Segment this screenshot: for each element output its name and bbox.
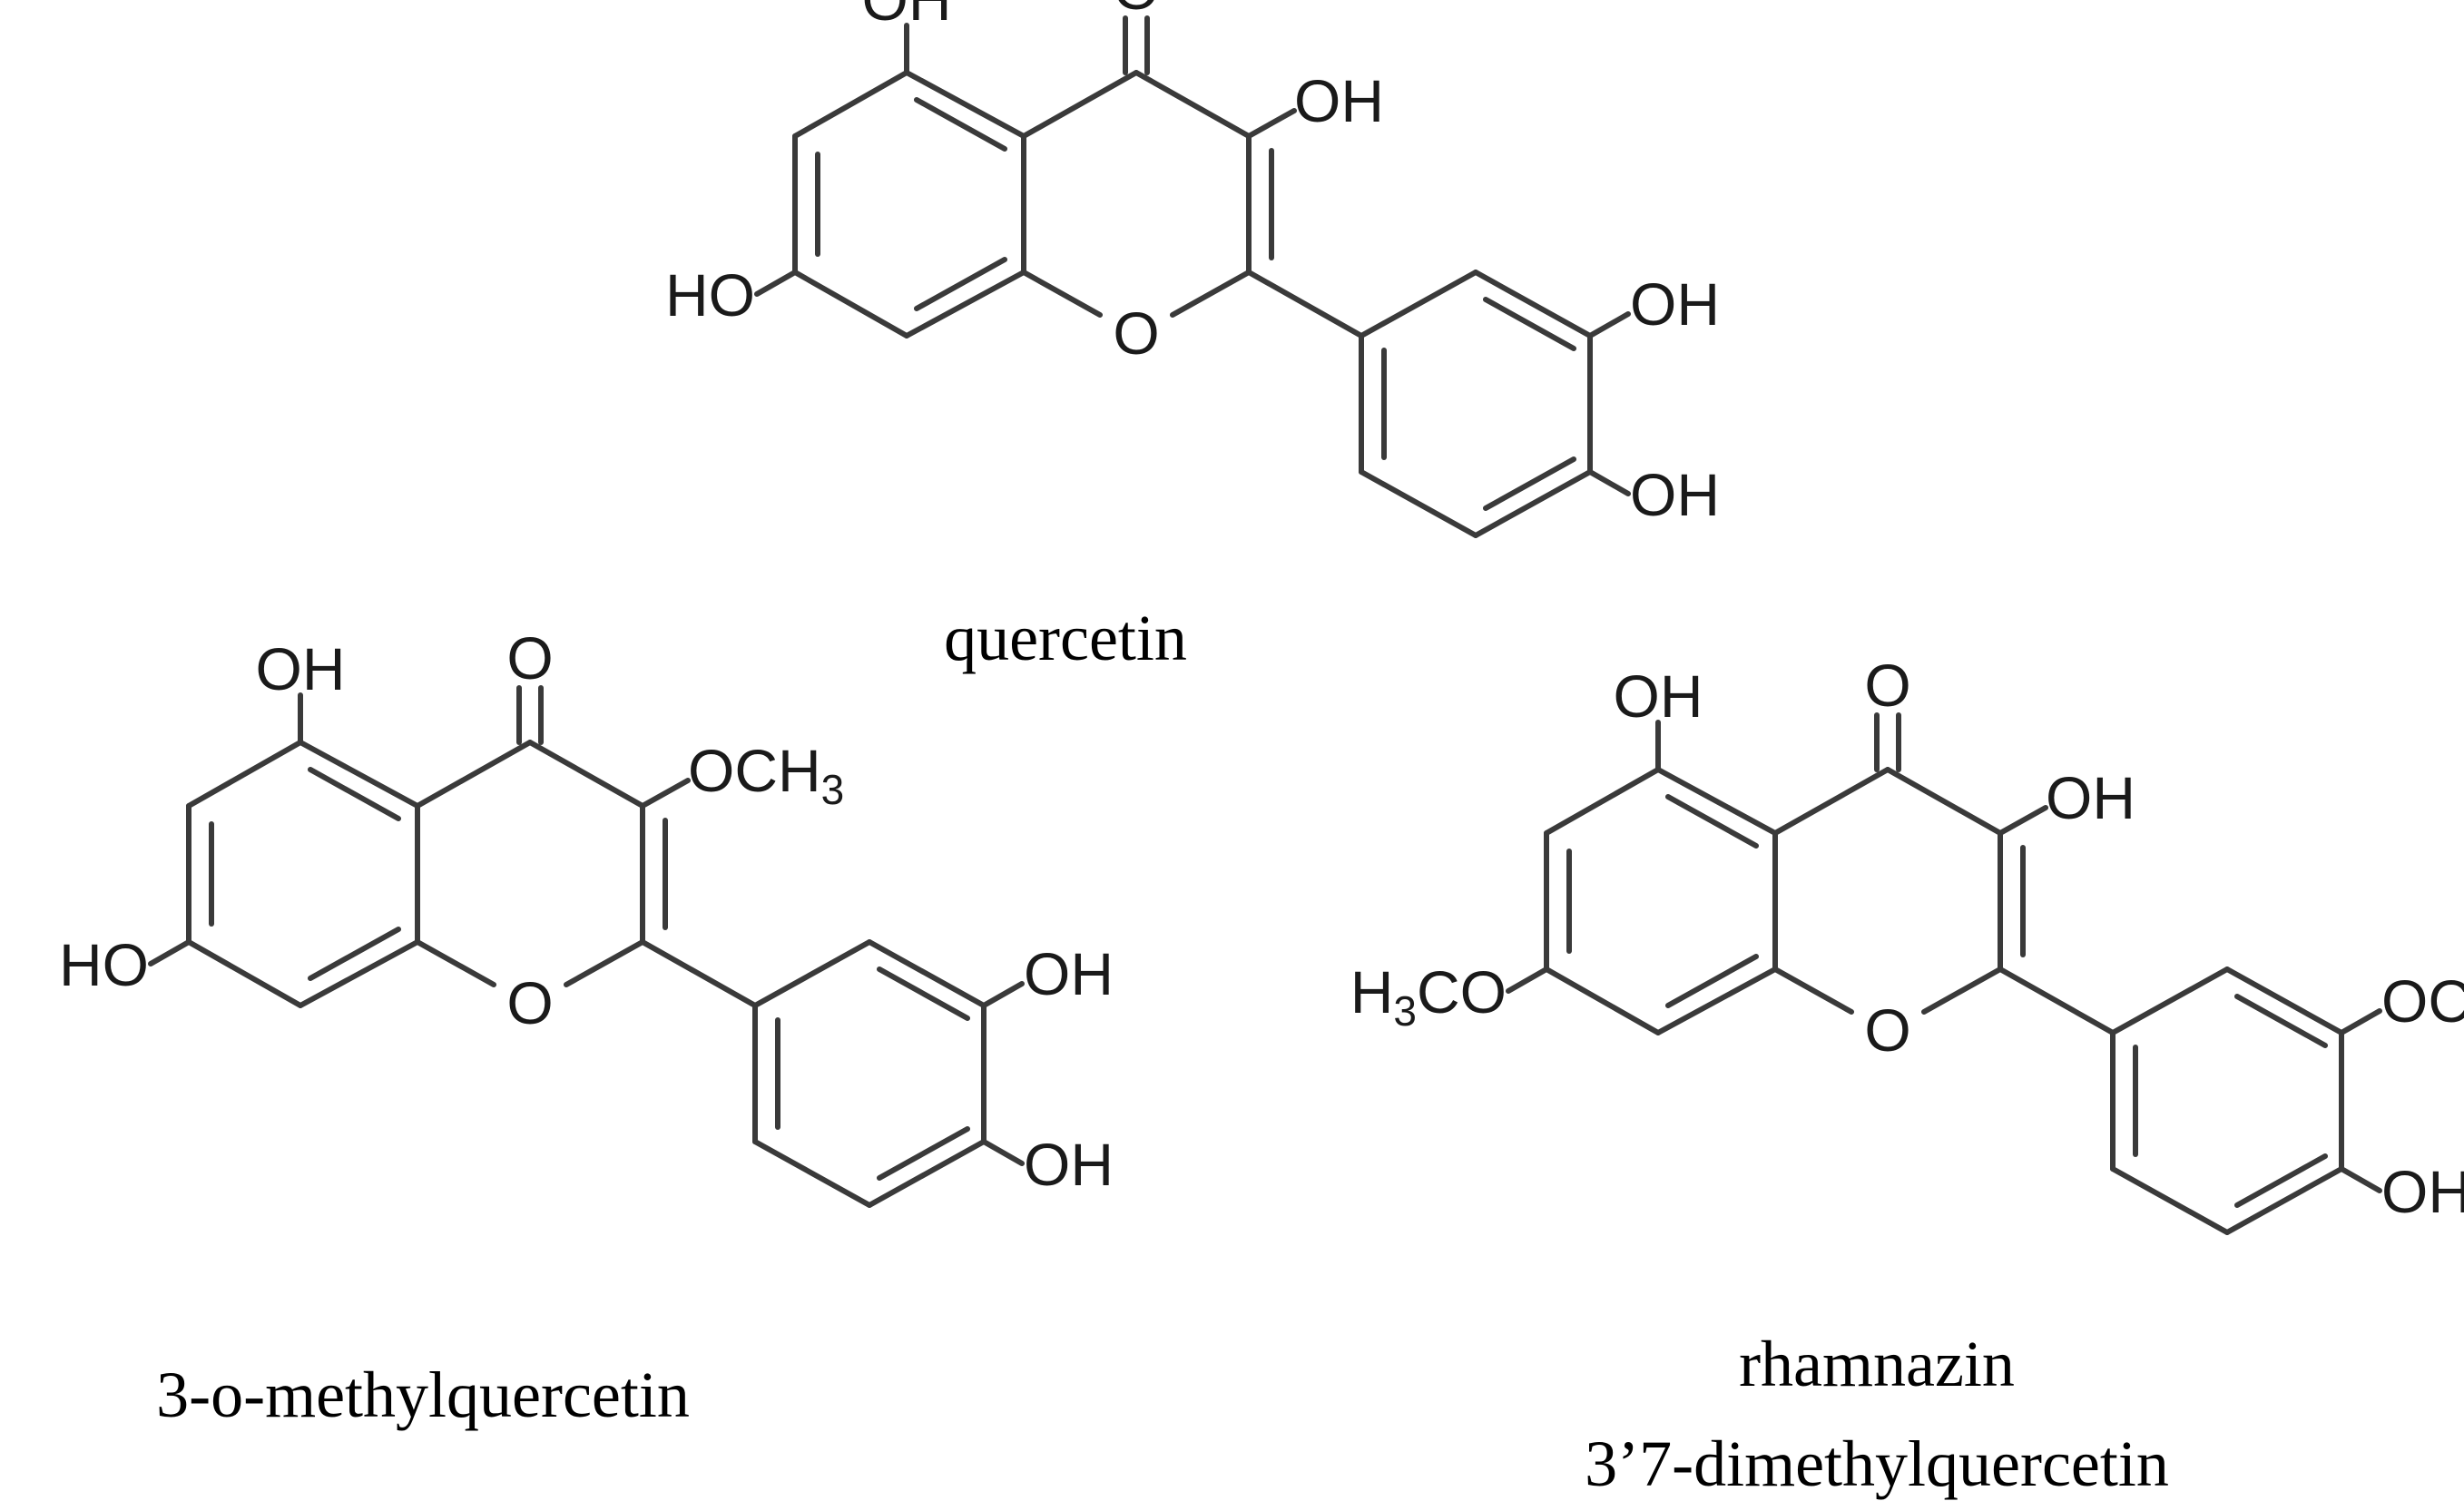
structure-rhamnazin: OH O OH H3CO O OCH3 OH <box>1350 652 2464 1235</box>
bond-skeleton <box>148 685 1025 1208</box>
label-5-oh: OH <box>862 0 952 33</box>
caption-3-o-methylquercetin: 3-o-methylquercetin <box>156 1359 690 1431</box>
structure-quercetin: OH O OH HO O OH OH <box>665 0 1720 538</box>
bond-skeleton <box>1506 712 2382 1235</box>
label-4prime-oh: OH <box>2381 1158 2464 1225</box>
label-5-oh: OH <box>256 635 346 702</box>
label-4prime-oh: OH <box>1630 461 1720 528</box>
label-7-oh: HO <box>59 931 149 998</box>
caption-rhamnazin: rhamnazin <box>1739 1328 2015 1400</box>
atom-labels: OH O OCH3 HO O OH OH <box>59 624 1114 1198</box>
label-ring-oxygen: O <box>1113 299 1159 367</box>
caption-quercetin: quercetin <box>944 602 1187 674</box>
label-4prime-oh: OH <box>1024 1131 1114 1198</box>
label-3-oh: OH <box>1294 67 1384 134</box>
label-3-oh: OH <box>2046 764 2135 831</box>
label-3-methoxy: OCH3 <box>688 737 844 813</box>
label-4-oxo: O <box>1864 652 1910 719</box>
atom-labels: OH O OH H3CO O OCH3 OH <box>1350 652 2464 1225</box>
label-ring-oxygen: O <box>1864 996 1910 1064</box>
label-3prime-oh: OH <box>1630 270 1720 338</box>
label-4-oxo: O <box>1113 0 1159 22</box>
structure-3-o-methylquercetin: OH O OCH3 HO O OH OH <box>59 624 1114 1208</box>
atom-labels: OH O OH HO O OH OH <box>665 0 1720 528</box>
label-3prime-methoxy: OCH3 <box>2381 967 2464 1044</box>
label-5-oh: OH <box>1614 662 1703 730</box>
bond-skeleton <box>754 15 1631 538</box>
label-3prime-oh: OH <box>1024 940 1114 1007</box>
label-ring-oxygen: O <box>506 969 553 1036</box>
label-7-oh: HO <box>665 261 755 329</box>
caption-rhamnazin-synonym: 3’7-dimethylquercetin <box>1585 1428 2169 1500</box>
label-4-oxo: O <box>506 624 553 692</box>
label-7-methoxy: H3CO <box>1350 958 1507 1035</box>
